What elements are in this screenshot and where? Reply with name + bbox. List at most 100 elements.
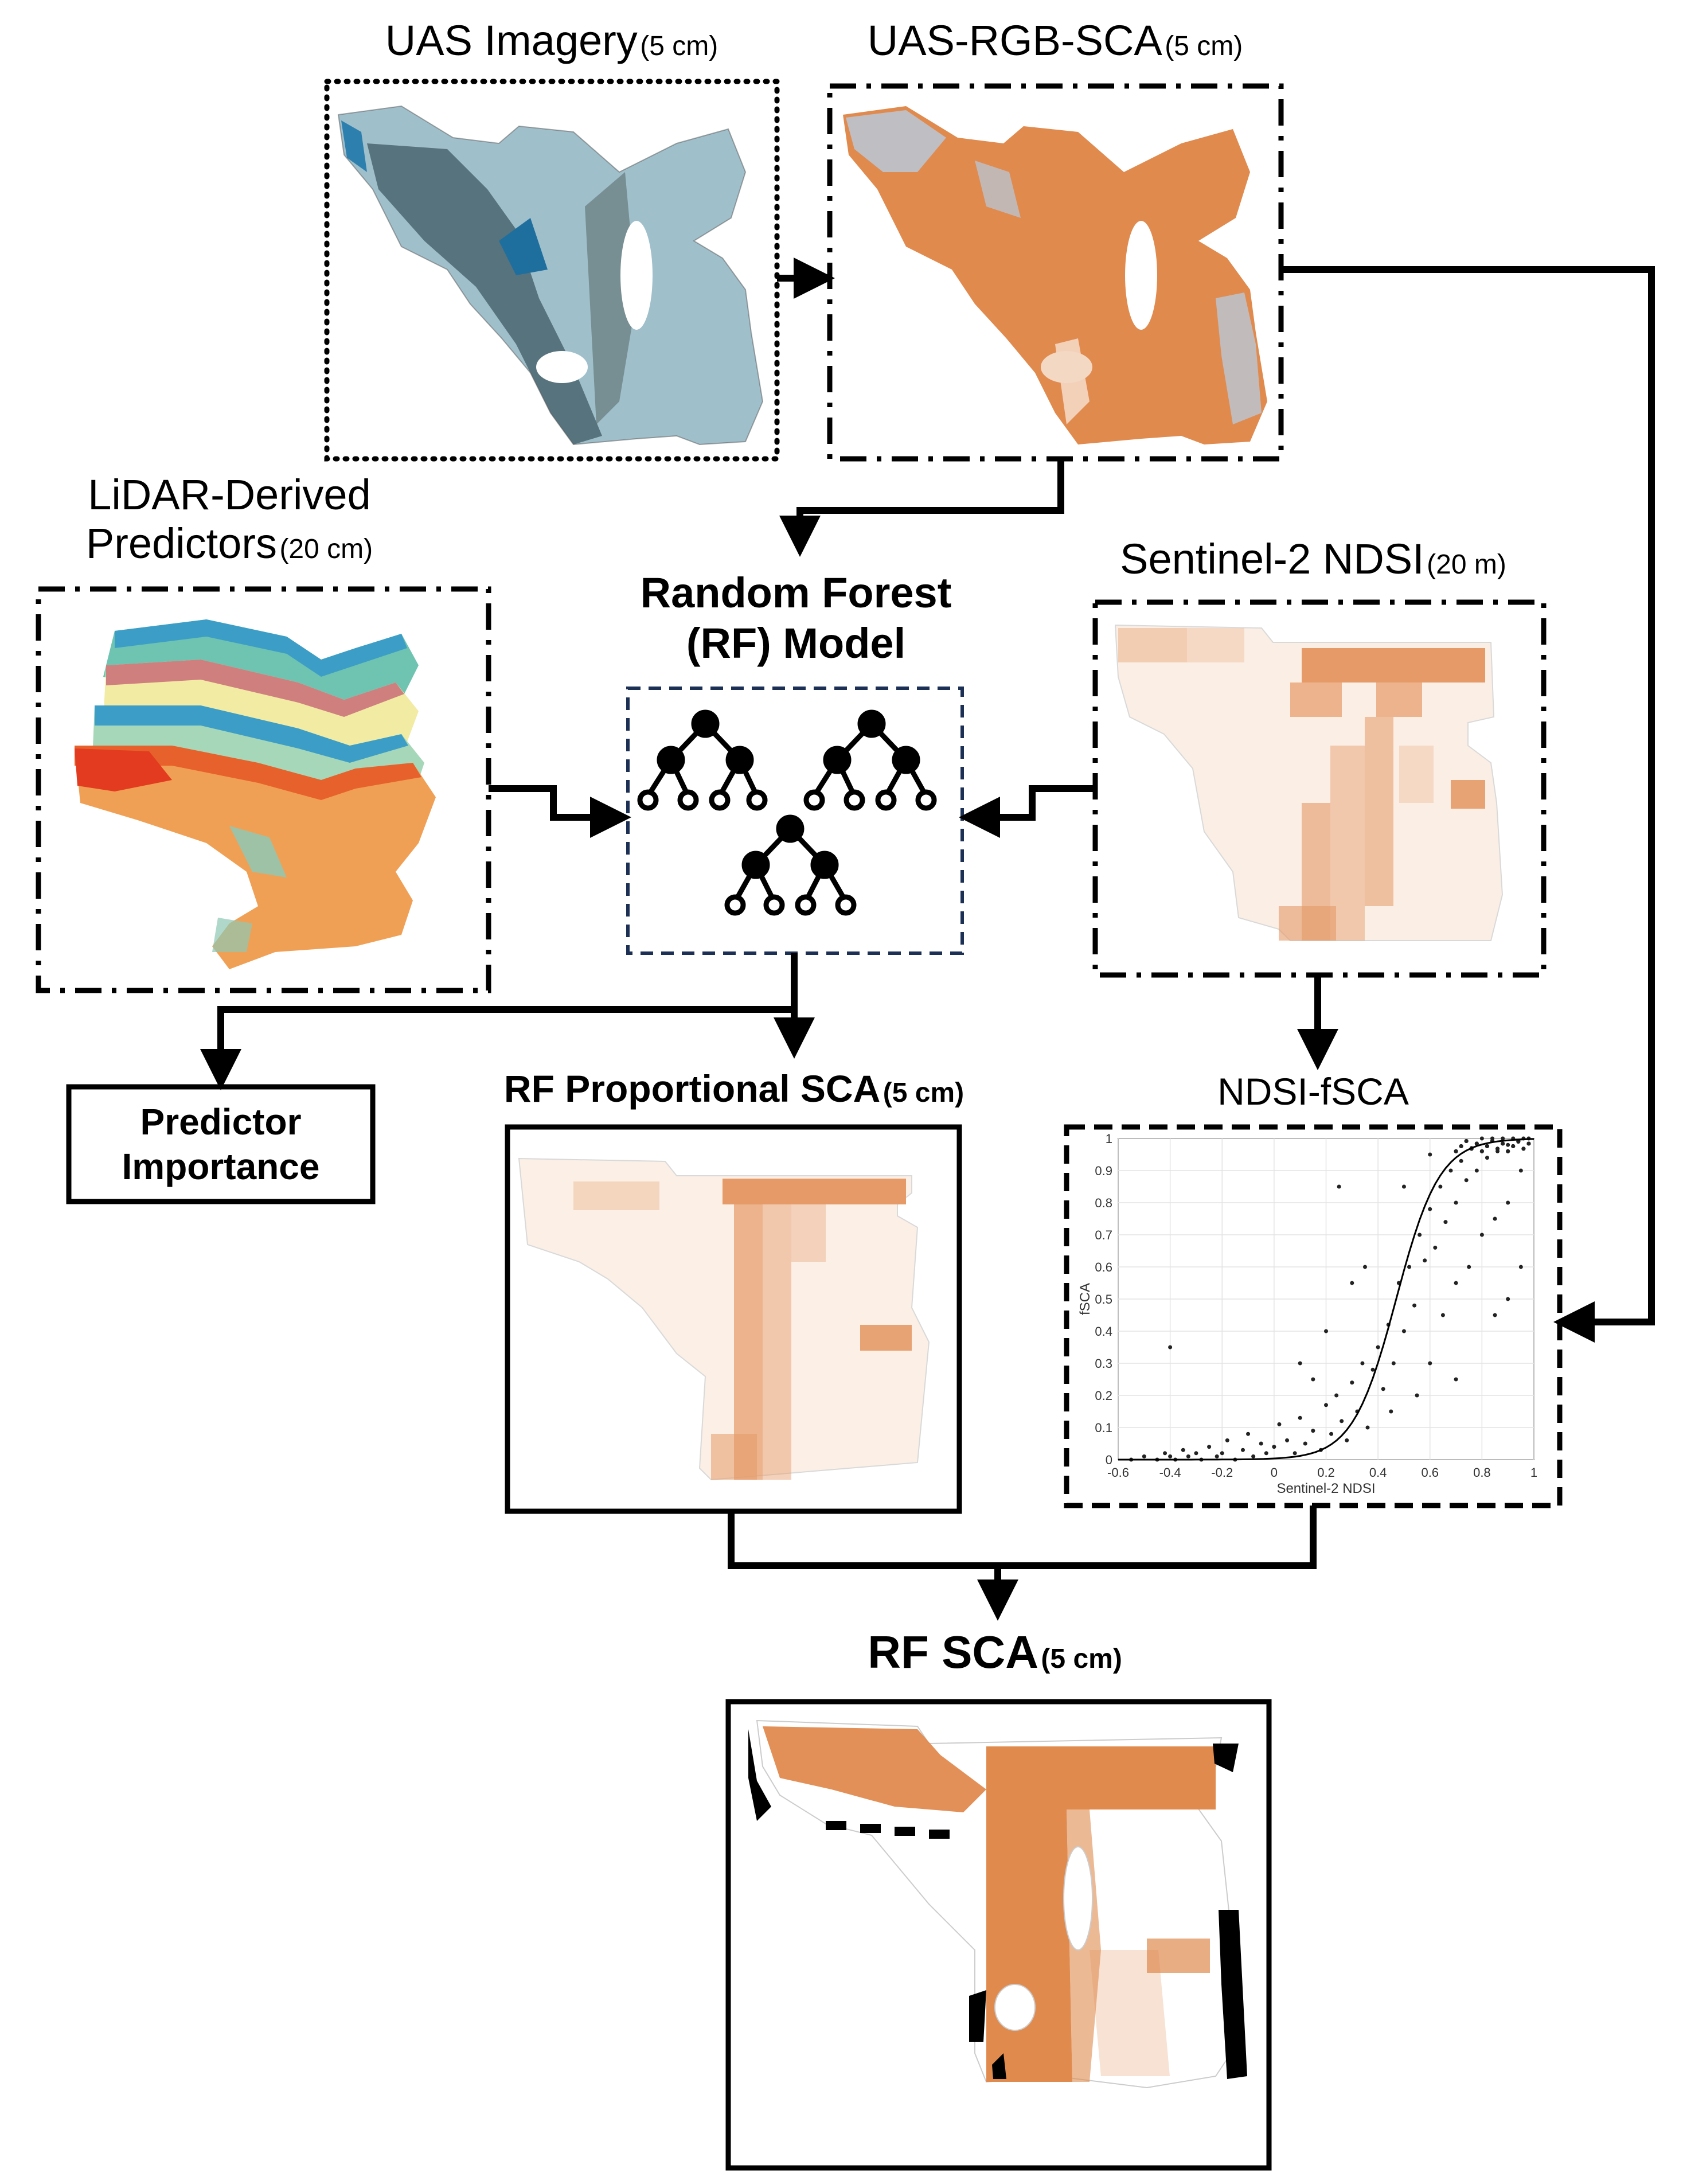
lidar-predictors-resolution: (20 cm) — [279, 534, 373, 564]
rf-sca-resolution: (5 cm) — [1041, 1644, 1122, 1674]
arrow-rgb-to-rf — [779, 459, 1064, 557]
chart-data-point — [1506, 1200, 1510, 1205]
chart-data-point — [1246, 1432, 1251, 1436]
chart-data-point — [1506, 1297, 1510, 1301]
chart-data-point — [1518, 1265, 1523, 1269]
chart-xtick-label: 0.6 — [1421, 1465, 1439, 1480]
chart-data-point — [1272, 1445, 1276, 1449]
chart-data-point — [1443, 1220, 1448, 1224]
uas-imagery-resolution: (5 cm) — [640, 31, 719, 61]
uas-rgb-sca-title: UAS-RGB-SCA — [867, 17, 1162, 64]
chart-data-point — [1407, 1265, 1411, 1269]
chart-data-point — [1415, 1393, 1419, 1398]
chart-ytick-label: 1 — [1106, 1132, 1112, 1146]
chart-data-point — [1303, 1441, 1307, 1446]
lidar-predictors-line2: Predictors (20 cm) — [86, 519, 373, 568]
lidar-predictors-label: LiDAR-Derived Predictors (20 cm) — [86, 470, 373, 568]
chart-data-point — [1370, 1367, 1375, 1372]
chart-data-point — [1448, 1168, 1453, 1173]
chart-data-point — [1479, 1136, 1484, 1141]
chart-data-point — [1350, 1281, 1354, 1285]
decision-tree-2-icon — [803, 709, 937, 811]
arrow-lidar-to-rf — [489, 785, 631, 838]
chart-data-point — [1401, 1184, 1406, 1189]
chart-fit-curve — [1118, 1138, 1534, 1461]
chart-xtick-label: -0.4 — [1159, 1465, 1181, 1480]
chart-data-point — [1360, 1361, 1365, 1366]
chart-data-point — [1168, 1345, 1173, 1350]
chart-data-point — [1474, 1141, 1479, 1146]
chart-data-point — [1474, 1168, 1479, 1173]
chart-data-point — [1501, 1136, 1505, 1141]
uas-rgb-sca-map — [843, 106, 1267, 444]
chart-data-point — [1428, 1207, 1432, 1211]
chart-data-point — [1292, 1451, 1297, 1456]
chart-ytick-label: 0.2 — [1095, 1389, 1112, 1403]
chart-data-point — [1433, 1245, 1438, 1250]
uas-imagery-title: UAS Imagery — [385, 17, 638, 64]
chart-ytick-label: 0.8 — [1095, 1196, 1112, 1210]
chart-data-point — [1376, 1345, 1380, 1350]
chart-data-point — [1186, 1454, 1190, 1458]
arrow-sentinel-to-rf — [959, 785, 1095, 838]
chart-data-point — [1251, 1454, 1256, 1458]
rf-proportional-sca-resolution: (5 cm) — [882, 1078, 964, 1108]
chart-data-point — [1459, 1144, 1463, 1148]
sentinel-ndsi-map — [1114, 624, 1504, 941]
rf-proportional-sca-label: RF Proportional SCA (5 cm) — [504, 1067, 964, 1110]
chart-data-point — [1495, 1146, 1500, 1151]
chart-ytick-label: 0 — [1106, 1453, 1112, 1467]
chart-data-point — [1454, 1200, 1458, 1205]
chart-ylabel: fSCA — [1077, 1283, 1093, 1315]
chart-data-point — [1365, 1425, 1370, 1430]
rf-sca-title: RF SCA — [868, 1627, 1038, 1678]
chart-data-point — [1311, 1429, 1315, 1433]
rf-model-line2: (RF) Model — [686, 619, 906, 667]
chart-data-point — [1518, 1168, 1523, 1173]
chart-data-point — [1438, 1184, 1443, 1189]
chart-data-point — [1506, 1142, 1510, 1147]
chart-data-point — [1264, 1451, 1268, 1456]
chart-data-point — [1163, 1451, 1167, 1456]
rf-sca-box — [725, 1699, 1272, 2171]
chart-data-point — [1220, 1451, 1224, 1456]
lidar-predictors-box — [36, 586, 491, 993]
chart-data-point — [1181, 1448, 1185, 1452]
chart-data-point — [1418, 1233, 1422, 1237]
chart-data-point — [1464, 1138, 1469, 1143]
chart-xtick-label: 0.4 — [1369, 1465, 1387, 1480]
chart-data-point — [1428, 1361, 1432, 1366]
chart-data-point — [1207, 1445, 1212, 1449]
chart-data-point — [1521, 1146, 1526, 1151]
chart-data-point — [1324, 1329, 1328, 1333]
chart-data-point — [1311, 1377, 1315, 1382]
chart-ytick-label: 0.7 — [1095, 1228, 1112, 1242]
connector-arrows — [200, 258, 1655, 1621]
chart-data-point — [1324, 1403, 1328, 1407]
rf-sca-map — [748, 1719, 1247, 2089]
chart-data-point — [1329, 1432, 1334, 1436]
chart-data-point — [1285, 1438, 1290, 1442]
chart-data-point — [1485, 1144, 1489, 1148]
arrow-rf-to-importance — [200, 1006, 794, 1090]
chart-data-point — [1493, 1216, 1497, 1221]
chart-data-point — [1454, 1281, 1458, 1285]
chart-data-point — [1194, 1451, 1198, 1456]
rf-proportional-sca-map — [518, 1157, 930, 1481]
rf-sca-label: RF SCA (5 cm) — [868, 1626, 1122, 1679]
sentinel-ndsi-resolution: (20 m) — [1427, 549, 1506, 580]
chart-data-point — [1142, 1454, 1146, 1458]
chart-data-point — [1467, 1265, 1471, 1269]
chart-data-point — [1298, 1361, 1302, 1366]
sentinel-ndsi-label: Sentinel-2 NDSI (20 m) — [1120, 535, 1506, 583]
chart-data-point — [1454, 1149, 1458, 1153]
chart-data-point — [1241, 1448, 1245, 1452]
chart-data-point — [1340, 1419, 1344, 1424]
chart-xtick-label: 1 — [1530, 1465, 1537, 1480]
chart-data-point — [1215, 1454, 1219, 1458]
chart-data-point — [1259, 1441, 1263, 1446]
predictor-importance-line1: Predictor — [140, 1101, 302, 1142]
chart-ytick-label: 0.6 — [1095, 1260, 1112, 1274]
ndsi-fsca-title: NDSI-fSCA — [1217, 1070, 1409, 1113]
